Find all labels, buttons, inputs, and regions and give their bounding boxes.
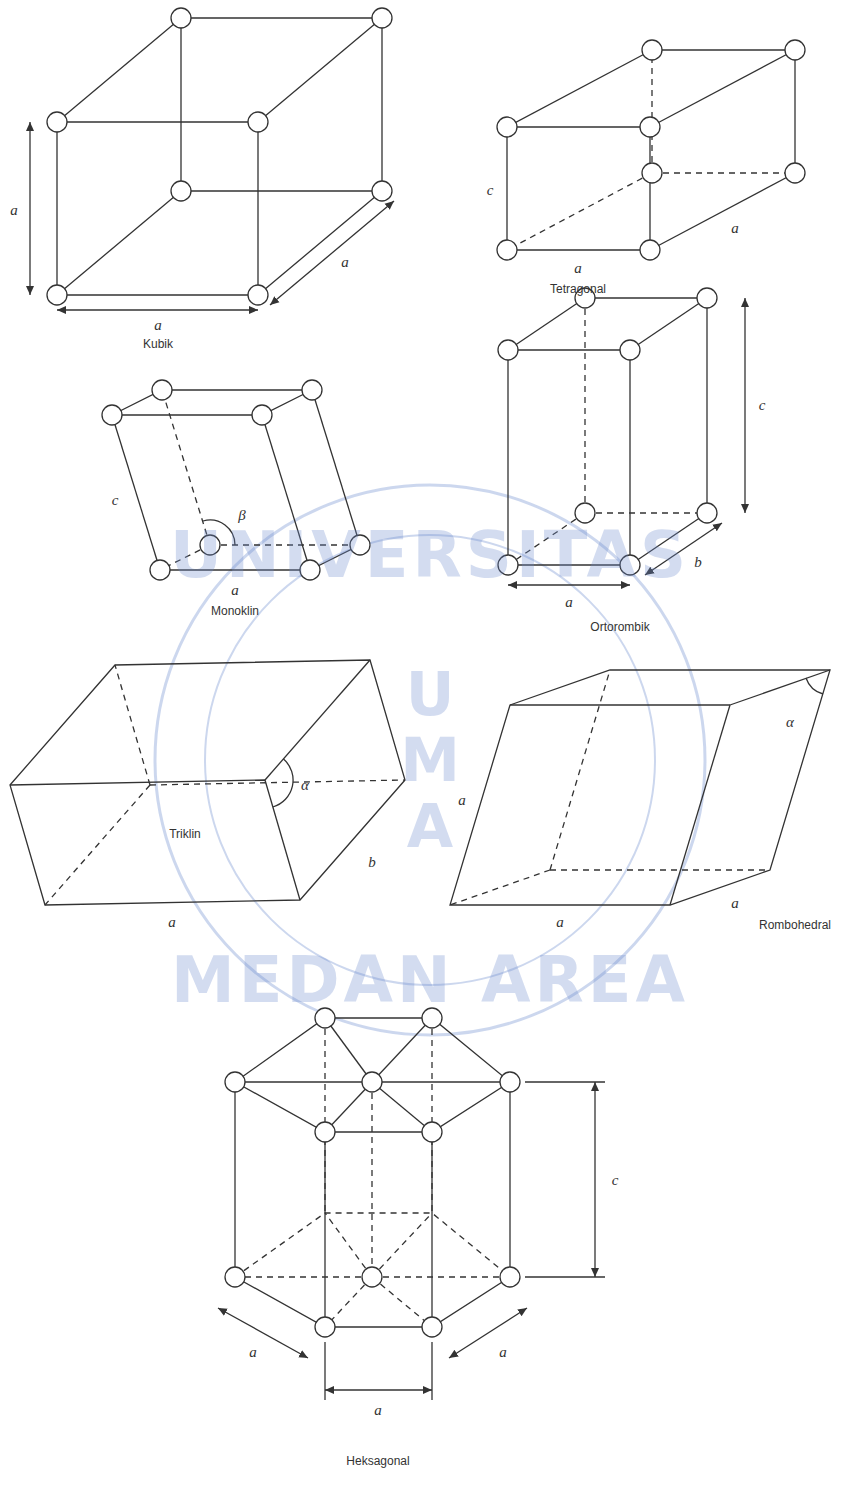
rhombohedral-cell [450, 670, 830, 905]
angle-label: α [786, 714, 794, 731]
dimension-label: a [574, 260, 582, 277]
dimension-label: a [168, 914, 176, 931]
dimension-label: b [368, 854, 376, 871]
watermark-text: UMA [400, 661, 460, 859]
angle-label: α [301, 777, 309, 794]
system-caption: Monoklin [211, 605, 259, 618]
dimension-label: c [487, 182, 494, 199]
watermark-text: MEDAN AREA [171, 945, 689, 1015]
system-caption: Ortorombik [590, 621, 649, 634]
dimension-label: a [499, 1344, 507, 1361]
system-caption: Triklin [169, 828, 201, 841]
hexagonal-cell [218, 1008, 605, 1400]
cubic-cell [30, 8, 394, 310]
dimension-label: a [565, 594, 573, 611]
dimension-label: a [374, 1402, 382, 1419]
system-caption: Rombohedral [759, 919, 831, 932]
dimension-label: a [154, 317, 162, 334]
dimension-label: c [759, 397, 766, 414]
watermark-text: UNIVERSITAS [170, 520, 690, 590]
system-caption: Heksagonal [346, 1455, 409, 1468]
dimension-label: a [341, 254, 349, 271]
dimension-label: c [112, 492, 119, 509]
dimension-label: a [556, 914, 564, 931]
system-caption: Tetragonal [550, 283, 606, 296]
dimension-label: a [731, 220, 739, 237]
watermark-seal [155, 485, 705, 1035]
triclinic-cell [10, 660, 405, 905]
dimension-label: a [249, 1344, 257, 1361]
tetragonal-cell [497, 40, 805, 260]
dimension-label: b [694, 554, 702, 571]
dimension-label: a [731, 895, 739, 912]
dimension-label: c [612, 1172, 619, 1189]
system-caption: Kubik [143, 338, 173, 351]
dimension-label: a [10, 202, 18, 219]
